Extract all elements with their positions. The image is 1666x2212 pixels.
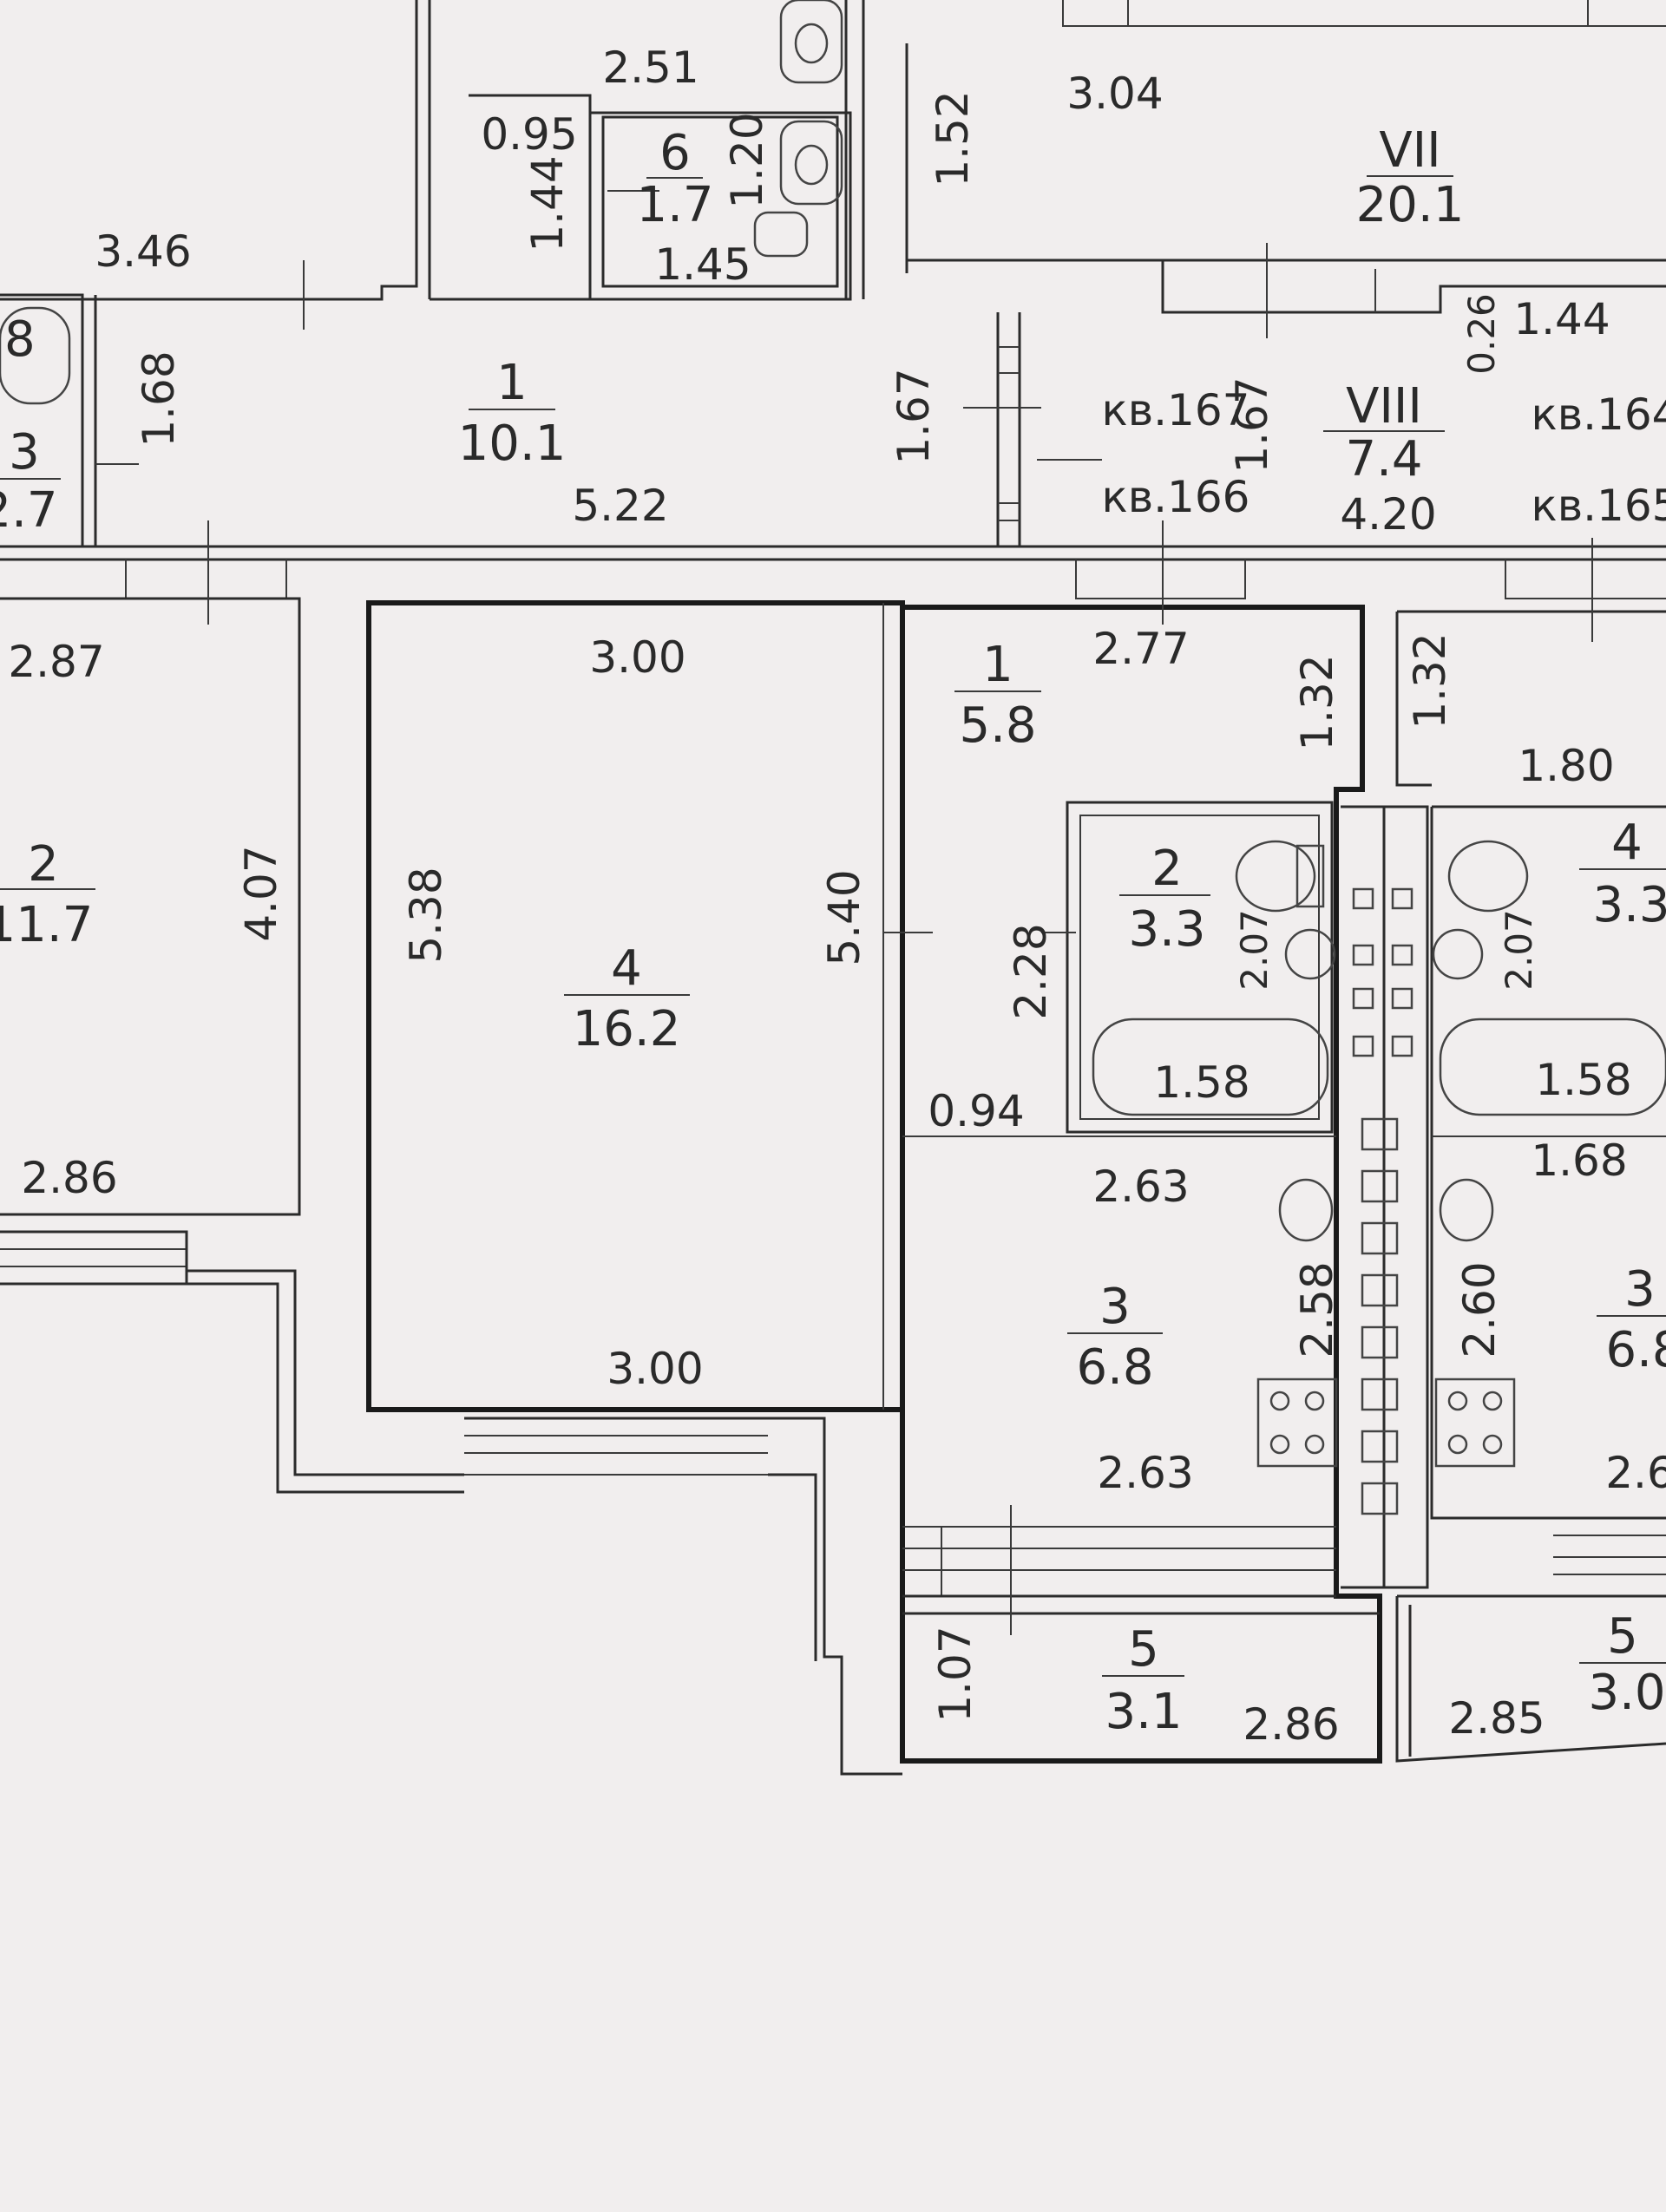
apt-label-166: кв.166: [1102, 472, 1250, 522]
dim-5-22: 5.22: [572, 481, 668, 531]
room-label-1-num: 1: [982, 637, 1013, 693]
dim-partial-bottom-right: 2.6: [1605, 1448, 1666, 1498]
dim-1-44: 1.44: [522, 155, 573, 252]
room-label-1-top-area: 10.1: [458, 416, 567, 472]
apt-label-165: кв.165: [1532, 481, 1666, 531]
room-label-5-right-area: 3.0: [1588, 1665, 1665, 1721]
room-label-4-num: 4: [611, 940, 642, 997]
dim-1-68-right: 1.68: [1531, 1135, 1627, 1186]
dim-2-60: 2.60: [1454, 1261, 1505, 1358]
dim-3-00-top: 3.00: [589, 632, 685, 683]
dim-2-07-b: 2.07: [1498, 909, 1540, 991]
dim-2-87: 2.87: [8, 637, 104, 687]
dim-1-58-a: 1.58: [1153, 1057, 1250, 1108]
dim-4-20: 4.20: [1340, 489, 1436, 540]
room-label-6-num: 6: [659, 125, 691, 181]
dim-2-58: 2.58: [1292, 1261, 1342, 1358]
room-label-viii-area: 7.4: [1345, 431, 1422, 488]
room-labels: VII 20.1 VIII 7.4 6 1.7 1 10.1 3 2.7 2 1…: [0, 122, 1666, 1740]
room-label-3-area: 6.8: [1076, 1339, 1153, 1396]
room-label-4-area: 16.2: [573, 1001, 681, 1057]
room-label-3-left-area: 2.7: [0, 482, 58, 539]
room-label-viii-num: VIII: [1346, 378, 1422, 435]
dim-2-85: 2.85: [1448, 1693, 1545, 1744]
room-label-6-area: 1.7: [636, 177, 713, 233]
dim-3-46: 3.46: [95, 226, 191, 277]
dim-1-32-a: 1.32: [1292, 654, 1342, 750]
room-label-5-num: 5: [1128, 1621, 1159, 1678]
dim-1-20: 1.20: [722, 112, 772, 208]
dim-3-04: 3.04: [1066, 69, 1163, 119]
apartment-labels: кв.167 кв.166 кв.164 кв.165: [1102, 385, 1666, 531]
dim-1-80: 1.80: [1518, 741, 1614, 791]
dim-2-51: 2.51: [602, 43, 699, 93]
room-label-vii-area: 20.1: [1356, 177, 1465, 233]
dim-1-58-b: 1.58: [1535, 1055, 1631, 1105]
room-label-1-top-num: 1: [496, 355, 528, 411]
dim-2-63-bottom: 2.63: [1097, 1448, 1193, 1498]
dim-1-67-a: 1.67: [889, 368, 939, 464]
dim-0-26: 0.26: [1460, 293, 1503, 375]
dim-2-77: 2.77: [1092, 624, 1189, 674]
room-label-1-area: 5.8: [959, 697, 1036, 754]
dim-2-86-left: 2.86: [21, 1153, 117, 1203]
room-label-4-right-area: 3.3: [1592, 877, 1666, 933]
dim-1-07: 1.07: [930, 1626, 981, 1722]
dim-2-28: 2.28: [1006, 923, 1056, 1019]
room-label-partial-left-top: 8: [4, 311, 36, 368]
room-label-2-num: 2: [1151, 841, 1183, 897]
dim-2-86-right: 2.86: [1243, 1699, 1339, 1750]
room-label-3-num: 3: [1099, 1279, 1131, 1335]
apt-label-164: кв.164: [1532, 389, 1666, 440]
dim-1-32-b: 1.32: [1405, 632, 1455, 729]
dim-0-94: 0.94: [928, 1086, 1024, 1136]
walls: [0, 0, 1666, 1776]
room-label-2-left-num: 2: [28, 836, 59, 893]
dim-1-44-right: 1.44: [1513, 294, 1610, 344]
room-label-vii-num: VII: [1379, 122, 1440, 179]
dimension-lines: [95, 190, 1593, 1635]
apt-label-167: кв.167: [1102, 385, 1250, 435]
dim-5-38: 5.38: [401, 867, 451, 963]
fixtures: [0, 0, 1666, 1515]
dim-5-40: 5.40: [819, 869, 869, 965]
dim-3-00-bottom: 3.00: [607, 1344, 703, 1394]
room-label-2-left-area: 11.7: [0, 897, 93, 953]
room-label-3-left-num: 3: [9, 424, 40, 481]
dim-1-52: 1.52: [928, 90, 978, 187]
room-label-2-area: 3.3: [1128, 901, 1205, 958]
dim-2-63-top: 2.63: [1092, 1162, 1189, 1212]
dim-1-45: 1.45: [654, 239, 751, 290]
dim-0-95: 0.95: [481, 109, 577, 160]
room-label-5-right-num: 5: [1607, 1608, 1638, 1665]
dim-1-67-b: 1.67: [1227, 376, 1277, 473]
dimensions: 2.51 0.95 1.44 1.20 1.45 3.46 1.52 3.04 …: [8, 43, 1666, 1750]
room-label-3-right-area: 6.8: [1605, 1322, 1666, 1378]
dim-2-07-a: 2.07: [1233, 909, 1276, 991]
room-label-3-right-num: 3: [1624, 1261, 1656, 1318]
room-label-5-area: 3.1: [1105, 1684, 1182, 1740]
dim-4-07: 4.07: [236, 845, 286, 941]
dim-1-68-left: 1.68: [134, 350, 184, 447]
room-label-4-right-num: 4: [1611, 815, 1643, 871]
